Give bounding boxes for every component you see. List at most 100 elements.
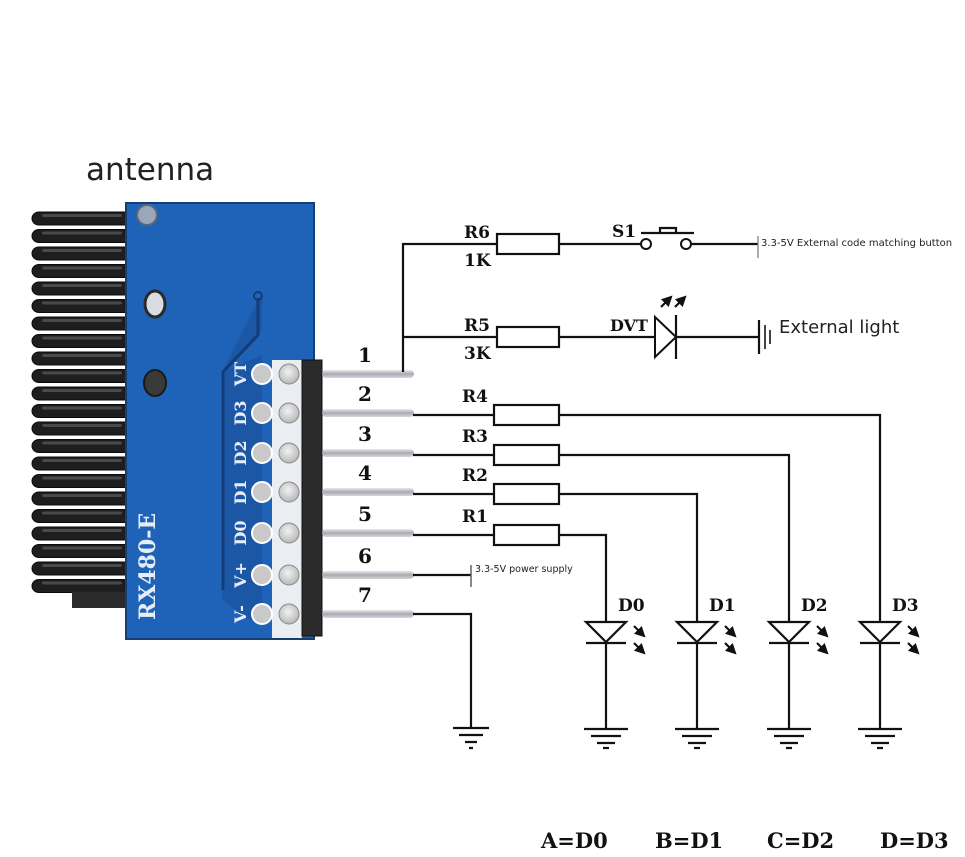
light-emission-arrow bbox=[724, 642, 737, 655]
pin-number: 1 bbox=[358, 343, 372, 367]
r5-value: 3K bbox=[464, 344, 492, 364]
antenna-coil-turn bbox=[31, 526, 133, 541]
ground-icon bbox=[675, 727, 719, 750]
pin-number: 2 bbox=[358, 382, 372, 406]
antenna-coil-turn bbox=[31, 229, 133, 243]
pin-number: 3 bbox=[358, 422, 372, 446]
pcb-pad bbox=[251, 603, 273, 625]
light-branch: R5 3K DVT External light bbox=[464, 295, 899, 364]
pin-number: 7 bbox=[358, 583, 372, 607]
antenna-coil-turn bbox=[31, 544, 133, 558]
resistor-label: R3 bbox=[462, 427, 488, 447]
header-pin bbox=[322, 370, 414, 378]
antenna-coil-turn bbox=[31, 299, 133, 313]
pin-number: 6 bbox=[358, 544, 372, 568]
antenna-coil-highlight bbox=[42, 301, 122, 305]
legend-item: A=D0 bbox=[540, 828, 608, 853]
antenna-label: antenna bbox=[86, 152, 214, 188]
button-branch: R6 1K S1 3.3-5V External code matching b… bbox=[401, 222, 952, 372]
antenna-coil-highlight bbox=[42, 459, 122, 462]
ground-icon bbox=[584, 727, 628, 750]
antenna-coil-turn bbox=[31, 579, 133, 593]
antenna-coil-turn bbox=[31, 491, 133, 506]
pcb-trace bbox=[221, 298, 260, 590]
antenna-coil-turn bbox=[31, 386, 133, 401]
resistor bbox=[492, 443, 561, 467]
resistor-label: R4 bbox=[462, 387, 488, 407]
antenna-coil-turn bbox=[31, 474, 133, 488]
antenna-coil-turn bbox=[31, 211, 133, 226]
resistor-label: R2 bbox=[462, 466, 488, 486]
button-note: 3.3-5V External code matching button bbox=[761, 238, 952, 249]
resistor bbox=[492, 523, 561, 547]
solder-pad bbox=[143, 289, 167, 319]
antenna-coil bbox=[31, 211, 133, 608]
pin-number: 5 bbox=[358, 502, 372, 526]
pin-silkscreen-label: D2 bbox=[231, 440, 250, 465]
antenna-coil-highlight bbox=[42, 371, 122, 375]
light-emission-arrow bbox=[674, 295, 687, 308]
header-pin bbox=[322, 449, 414, 457]
antenna-coil-turn bbox=[31, 561, 133, 576]
header-pin bbox=[322, 409, 414, 417]
led-label: D2 bbox=[801, 596, 828, 616]
header-pin bbox=[322, 610, 414, 618]
led-label: D3 bbox=[892, 596, 919, 616]
pcb-pad bbox=[251, 522, 273, 544]
antenna-coil-highlight bbox=[42, 284, 122, 287]
ground-plate-icon bbox=[764, 325, 771, 349]
channel-legend: A=D0 B=D1 C=D2 D=D3 bbox=[540, 828, 949, 853]
led-d0: D0 bbox=[583, 596, 646, 750]
antenna-coil-highlight bbox=[42, 336, 122, 340]
antenna-coil-highlight bbox=[42, 406, 122, 410]
resistor bbox=[492, 403, 561, 427]
antenna-coil-turn bbox=[31, 404, 133, 418]
module-model-label: RX480-E bbox=[135, 513, 161, 620]
antenna-coil-turn bbox=[31, 246, 133, 261]
antenna-coil-highlight bbox=[42, 231, 122, 235]
light-emission-arrow bbox=[907, 642, 920, 655]
antenna-coil-highlight bbox=[42, 354, 122, 357]
antenna-coil-highlight bbox=[42, 476, 122, 480]
led-d1: D1 bbox=[674, 596, 737, 750]
wire-resistor-to-led bbox=[559, 533, 608, 621]
header-pad bbox=[278, 564, 300, 586]
antenna-lead bbox=[72, 592, 128, 608]
antenna-coil-highlight bbox=[42, 511, 122, 515]
antenna-coil-highlight bbox=[42, 214, 122, 217]
led-d2: D2 bbox=[766, 596, 829, 750]
pin-silkscreen-label: D3 bbox=[231, 400, 250, 425]
pin-header-housing bbox=[301, 359, 323, 637]
led-dvt-label: DVT bbox=[610, 316, 648, 335]
antenna-coil-turn bbox=[31, 439, 133, 453]
antenna-coil-highlight bbox=[42, 249, 122, 252]
resistor-r6 bbox=[495, 232, 561, 256]
antenna-coil-highlight bbox=[42, 266, 122, 270]
header-pin bbox=[322, 529, 414, 537]
pin-silkscreen-label: D0 bbox=[231, 520, 250, 545]
pcb-pad bbox=[251, 442, 273, 464]
header-pin bbox=[322, 488, 414, 496]
resistor bbox=[492, 482, 561, 506]
antenna-coil-highlight bbox=[42, 389, 122, 392]
antenna-coil-turn bbox=[31, 264, 133, 278]
legend-item: C=D2 bbox=[767, 828, 834, 853]
header-pad bbox=[278, 603, 300, 625]
led-diode-icon bbox=[857, 620, 903, 644]
ground-symbol bbox=[453, 726, 489, 750]
pcb-pad bbox=[251, 481, 273, 503]
ground-icon bbox=[767, 727, 811, 750]
antenna-coil-highlight bbox=[42, 529, 122, 532]
header-pad bbox=[278, 481, 300, 503]
light-emission-arrow bbox=[724, 625, 737, 638]
wire-resistor-to-led bbox=[559, 413, 882, 621]
light-emission-arrow bbox=[907, 625, 920, 638]
r6-label: R6 bbox=[464, 223, 490, 243]
light-emission-arrow bbox=[633, 625, 646, 638]
